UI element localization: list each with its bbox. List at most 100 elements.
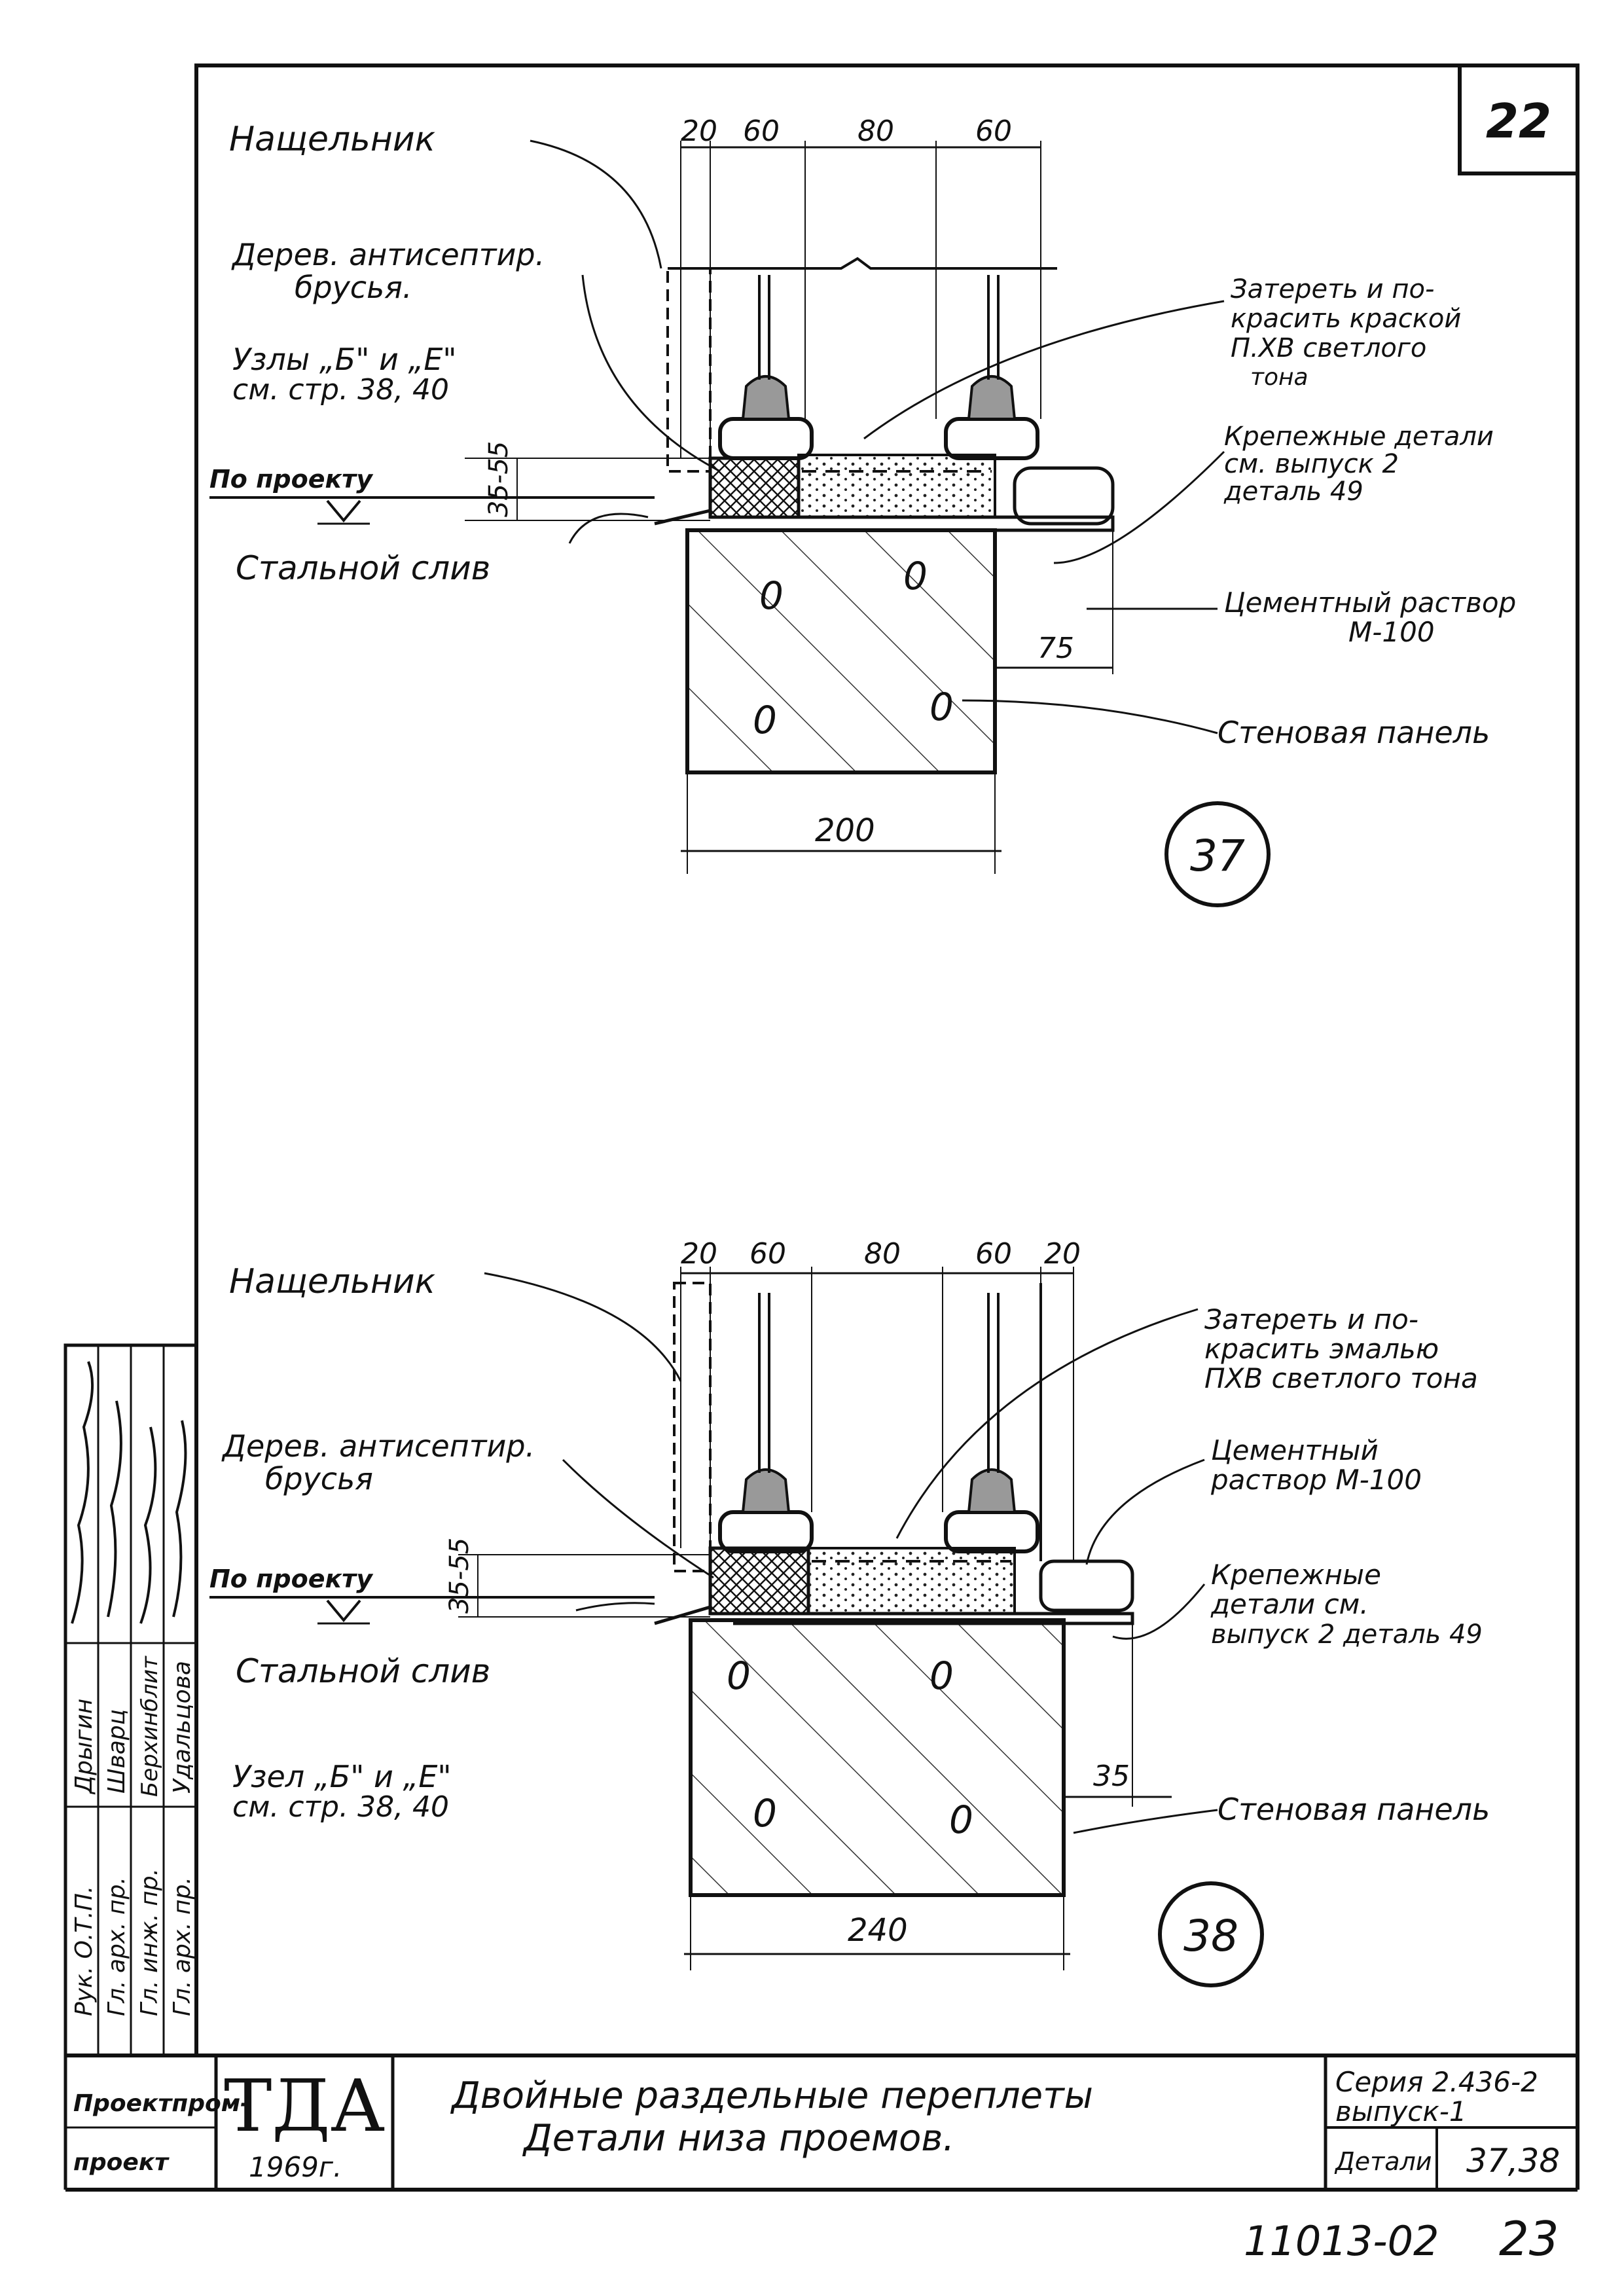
signature-mark <box>172 1420 187 1618</box>
sill-block-37 <box>1013 466 1115 526</box>
callout-fasteners: деталь 49 <box>1223 477 1363 507</box>
signature-stamp: Рук. О.Т.П. Дрыгин Гл. арх. пр. Шварц Гл… <box>63 1343 198 2057</box>
dim-60: 60 <box>975 1237 1012 1271</box>
steel-drip-37 <box>654 508 1115 532</box>
aggregate-mark: 0 <box>929 685 954 729</box>
callout-fasteners: детали см. <box>1210 1588 1369 1620</box>
detail-marker-37 <box>1164 801 1271 907</box>
callout-finish: Затереть и по- <box>1231 274 1434 304</box>
callout-nashchelnik: Нащельник <box>229 120 436 159</box>
dim-80: 80 <box>864 1237 901 1271</box>
sash-bar <box>718 417 814 460</box>
callout-wall-panel: Стеновая панель <box>1218 715 1490 750</box>
aggregate-mark: 0 <box>727 1654 751 1698</box>
label-by-design: По проекту <box>209 465 374 494</box>
title-block: Проектпром- проект ТДА 1969г. Двойные ра… <box>63 2054 1579 2192</box>
sash-bar <box>944 417 1039 460</box>
aggregate-mark: 0 <box>753 698 777 742</box>
series-label: Серия 2.436-2 <box>1335 2066 1538 2098</box>
detail-number-38: 38 <box>1183 1911 1238 1961</box>
callout-timber-bars: брусья <box>265 1461 373 1496</box>
callout-mortar: Цементный <box>1211 1434 1379 1466</box>
callout-finish: П.ХВ светлого <box>1231 333 1426 363</box>
year: 1969г. <box>249 2151 342 2183</box>
timber-bar-38 <box>708 1546 810 1616</box>
sheet-number: 22 <box>1486 94 1551 149</box>
stamp-role: Рук. О.Т.П. <box>71 1886 98 2016</box>
mortar-bed-38 <box>807 1547 1016 1615</box>
callout-nashchelnik: Нащельник <box>229 1262 436 1301</box>
dim-60: 60 <box>975 115 1012 148</box>
aggregate-mark: 0 <box>949 1798 973 1842</box>
glass-bead <box>967 1468 1017 1513</box>
stamp-name: Берхинблит <box>137 1656 163 1797</box>
callout-finish: красить краской <box>1231 304 1461 334</box>
sheet-number-box: 22 <box>1458 63 1579 175</box>
aggregate-mark: 0 <box>759 573 784 618</box>
callout-finish: красить эмалью <box>1204 1333 1439 1365</box>
callout-nodes-ref: Узел „Б" и „Е" <box>232 1759 452 1794</box>
stamp-role: Гл. арх. пр. <box>169 1877 196 2016</box>
callout-steel-drip: Стальной слив <box>236 549 490 587</box>
drawing-code: 11013-02 <box>1244 2217 1439 2265</box>
dim-20: 20 <box>681 115 717 148</box>
dim-20: 20 <box>1044 1237 1081 1271</box>
stamp-role: Гл. инж. пр. <box>136 1868 163 2016</box>
dim-20: 20 <box>681 1237 717 1271</box>
wall-panel-37 <box>685 528 997 774</box>
tda-logo: ТДА <box>224 2064 385 2148</box>
sash-bar <box>944 1510 1039 1553</box>
title-line-1: Двойные раздельные переплеты <box>450 2074 1093 2117</box>
mortar-bed-37 <box>797 454 996 518</box>
glass-bead <box>741 375 791 420</box>
details-label: Детали <box>1334 2147 1432 2176</box>
detail-38: 0 0 0 0 20 60 80 60 20 35-55 <box>209 1237 1490 1987</box>
title-line-2: Детали низа проемов. <box>522 2117 954 2160</box>
steel-drip-38 <box>654 1604 1134 1625</box>
sill-block-38 <box>1039 1559 1134 1612</box>
callout-fasteners: Крепежные детали <box>1224 422 1494 452</box>
dim-75: 75 <box>1038 632 1074 665</box>
stamp-role: Гл. арх. пр. <box>103 1877 130 2016</box>
glass-bead <box>967 375 1017 420</box>
detail-37: 0 0 0 0 20 60 80 60 <box>209 115 1516 907</box>
dim-60: 60 <box>743 115 780 148</box>
callout-fasteners: выпуск 2 деталь 49 <box>1211 1620 1483 1650</box>
callout-nodes-ref: см. стр. 38, 40 <box>232 373 449 407</box>
callout-wall-panel: Стеновая панель <box>1218 1792 1490 1827</box>
stamp-name: Дрыгин <box>71 1699 98 1795</box>
cover-strip-38 <box>673 1282 712 1572</box>
callout-nodes-ref: см. стр. 38, 40 <box>232 1790 449 1824</box>
dim-35-55: 35-55 <box>444 1538 475 1614</box>
page-number: 23 <box>1499 2211 1559 2266</box>
dim-35: 35 <box>1093 1760 1130 1793</box>
sash-bar <box>718 1510 814 1553</box>
aggregate-mark: 0 <box>929 1654 954 1698</box>
org-name: Проектпром- <box>73 2090 250 2117</box>
dim-200: 200 <box>815 812 875 849</box>
callout-timber-bars: брусья. <box>295 270 412 305</box>
dim-60: 60 <box>749 1237 786 1271</box>
issue-label: выпуск-1 <box>1335 2095 1467 2127</box>
callout-fasteners: Крепежные <box>1211 1559 1381 1591</box>
callout-nodes-ref: Узлы „Б" и „Е" <box>232 342 457 377</box>
callout-fasteners: см. выпуск 2 <box>1224 449 1399 479</box>
aggregate-mark: 0 <box>753 1791 777 1836</box>
aggregate-mark: 0 <box>903 554 928 598</box>
stamp-name: Шварц <box>103 1709 130 1794</box>
callout-finish: Затереть и по- <box>1204 1303 1418 1335</box>
glass-bead <box>741 1468 791 1513</box>
details-value: 37,38 <box>1466 2142 1560 2180</box>
org-name: проект <box>73 2149 170 2176</box>
wall-panel-38 <box>689 1618 1066 1897</box>
signature-mark <box>139 1426 157 1624</box>
detail-marker-38 <box>1158 1881 1264 1987</box>
callout-finish: тона <box>1250 364 1308 391</box>
timber-bar-37 <box>708 456 801 519</box>
detail-number-37: 37 <box>1190 831 1245 881</box>
callout-steel-drip: Стальной слив <box>236 1652 490 1690</box>
label-by-design: По проекту <box>209 1565 374 1593</box>
dim-80: 80 <box>857 115 894 148</box>
signature-mark <box>107 1400 122 1618</box>
